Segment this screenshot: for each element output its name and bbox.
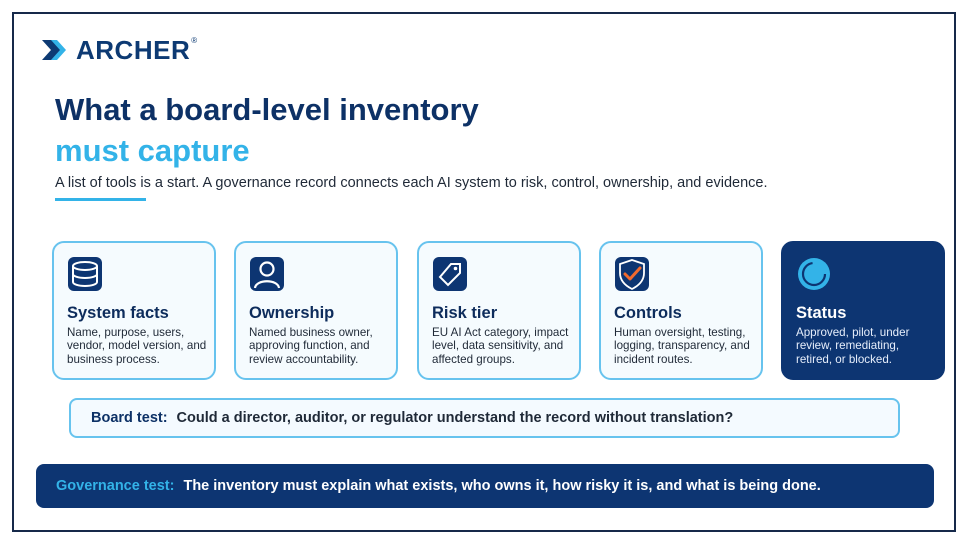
card-title: System facts (67, 304, 169, 322)
card-controls: Controls Human oversight, testing, loggi… (599, 241, 763, 380)
page-title-line2: must capture (55, 133, 250, 168)
card-title: Ownership (249, 304, 335, 322)
accent-rule (55, 198, 146, 201)
page-subtitle: A list of tools is a start. A governance… (55, 175, 768, 191)
board-test-banner: Board test: Could a director, auditor, o… (69, 398, 900, 438)
person-icon (250, 257, 284, 291)
card-title: Risk tier (432, 304, 498, 322)
governance-test-label: Governance test: (56, 478, 175, 494)
status-ring-icon (798, 258, 830, 290)
brand-logo: ARCHER ® (42, 34, 198, 65)
card-description: Name, purpose, users, vendor, model vers… (67, 326, 207, 366)
card-title: Controls (614, 304, 682, 322)
card-description: Human oversight, testing, logging, trans… (614, 326, 750, 366)
tag-icon (433, 257, 467, 291)
page-title-line1: What a board-level inventory (55, 92, 479, 127)
card-status: Status Approved, pilot, under review, re… (781, 241, 945, 380)
card-description: Approved, pilot, under review, remediati… (796, 326, 910, 366)
brand-name: ARCHER (76, 34, 191, 65)
card-description: Named business owner, approving function… (249, 326, 373, 366)
governance-test-banner: Governance test: The inventory must expl… (36, 464, 934, 508)
brand-registered-mark: ® (191, 35, 198, 45)
database-icon (68, 257, 102, 291)
card-ownership: Ownership Named business owner, approvin… (234, 241, 398, 380)
governance-test-text: The inventory must explain what exists, … (183, 478, 821, 494)
board-test-text: Could a director, auditor, or regulator … (176, 410, 734, 426)
card-system-facts: System facts Name, purpose, users, vendo… (52, 241, 216, 380)
card-title: Status (796, 304, 847, 322)
archer-logo-icon (42, 40, 66, 60)
card-description: EU AI Act category, impact level, data s… (432, 326, 569, 366)
shield-check-icon (615, 257, 649, 291)
card-risk-tier: Risk tier EU AI Act category, impact lev… (417, 241, 581, 380)
board-test-label: Board test: (91, 410, 168, 426)
